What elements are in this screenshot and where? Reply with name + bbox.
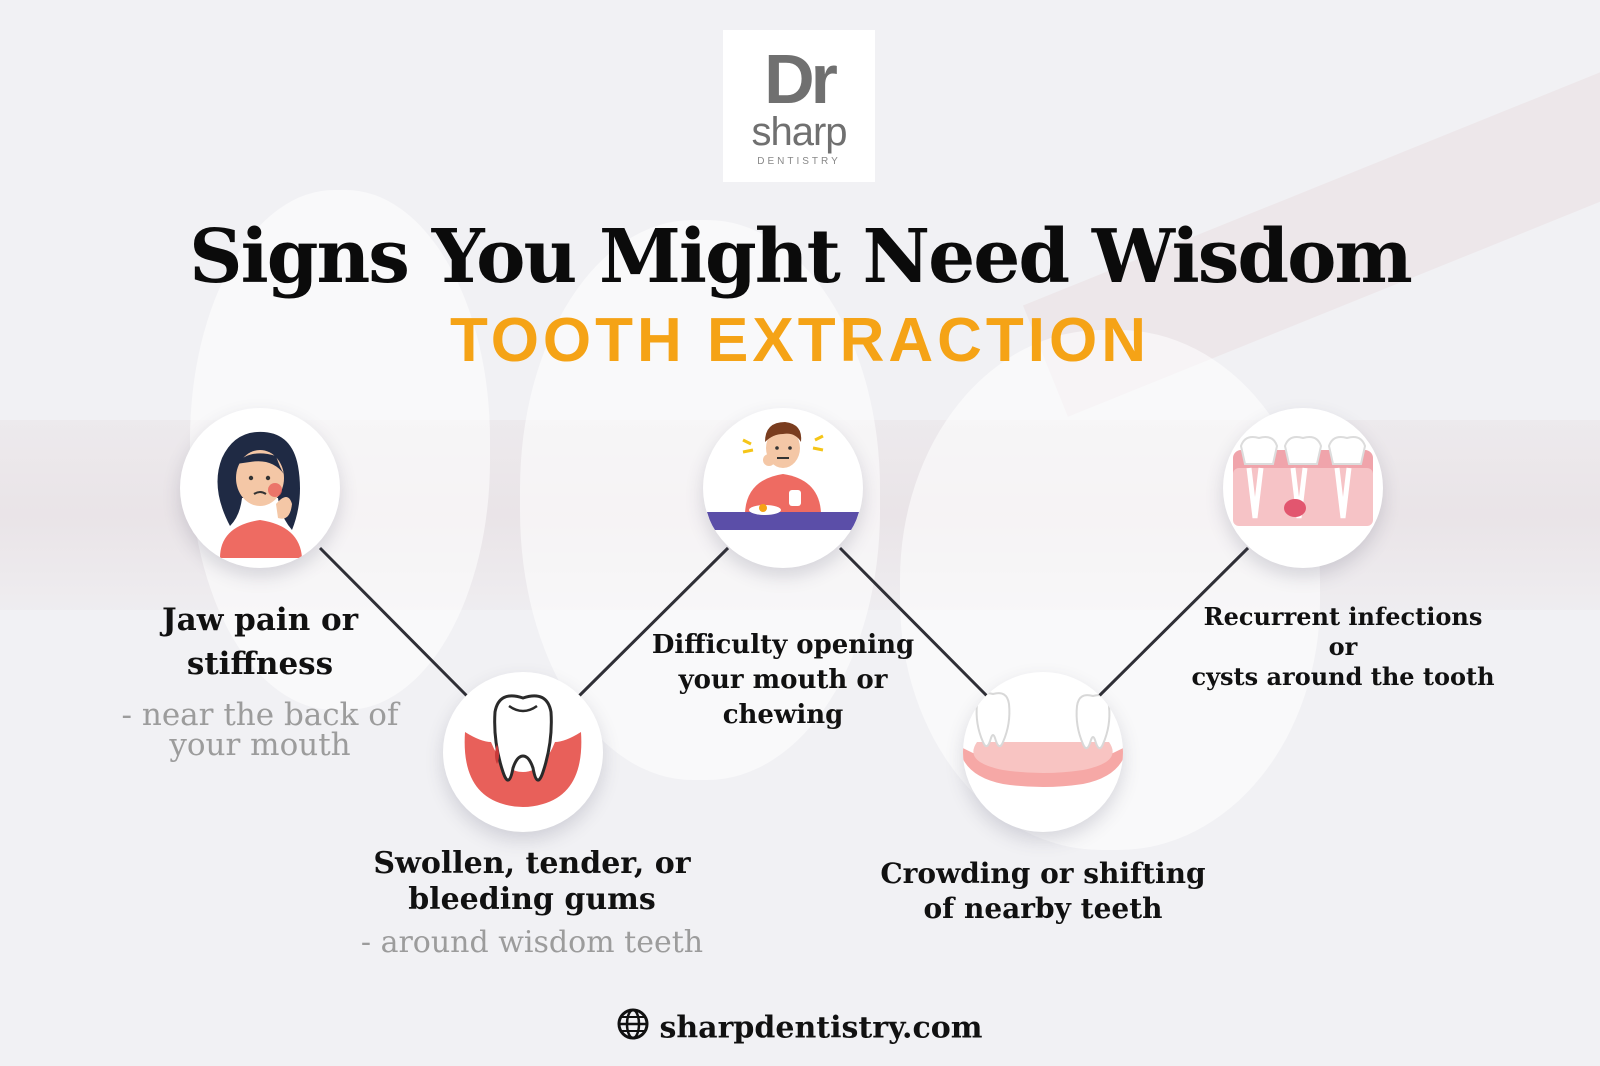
logo-tagline: DENTISTRY	[757, 156, 841, 167]
sign-title-line: cysts around the tooth	[1191, 662, 1495, 691]
sign-title-chewing: Difficulty opening your mouth or chewing	[633, 628, 933, 733]
website-link[interactable]: sharpdentistry.com	[659, 1010, 983, 1046]
sign-title-line: Difficulty opening	[651, 630, 915, 660]
sign-title-crowding: Crowding or shifting of nearby teeth	[873, 856, 1213, 926]
connector-line	[838, 546, 990, 699]
sign-title-line: your mouth or	[678, 665, 888, 695]
tooth-cyst-icon	[1233, 436, 1373, 526]
globe-icon	[617, 1008, 649, 1051]
sign-title-infection: Recurrent infections or cysts around the…	[1173, 602, 1513, 692]
sign-detail-line: - near the back of	[121, 697, 399, 733]
logo-mark: Dr	[764, 40, 838, 118]
man-chewing-pain-icon	[707, 422, 859, 530]
page-title: Signs You Might Need Wisdom	[189, 214, 1413, 300]
sign-detail-line: - around wisdom teeth	[360, 925, 704, 960]
sign-title-line: Crowding or shifting	[880, 857, 1206, 890]
footer: sharpdentistry.com	[0, 1008, 1600, 1051]
logo-wordmark: sharp	[751, 110, 847, 154]
sign-detail-jaw-pain: - near the back of your mouth	[110, 697, 410, 763]
sign-node-infection	[1223, 408, 1383, 568]
sign-title-line: Recurrent infections	[1203, 602, 1483, 631]
sign-title-line: Swollen, tender, or	[373, 846, 691, 881]
woman-jaw-pain-icon	[217, 431, 302, 558]
sign-title-bleeding-gums: Swollen, tender, or bleeding gums	[362, 846, 702, 918]
sign-detail-bleeding-gums: - around wisdom teeth	[342, 925, 722, 961]
sign-node-jaw-pain	[180, 408, 340, 568]
bleeding-gum-tooth-icon	[464, 694, 582, 807]
sign-title-line: stiffness	[186, 646, 334, 682]
connector-line	[318, 546, 470, 699]
sign-title-line: chewing	[722, 700, 844, 730]
sign-title-line: or	[1328, 632, 1358, 661]
logo: Dr sharp DENTISTRY	[723, 30, 875, 182]
shifting-teeth-icon	[963, 692, 1123, 787]
page-subtitle: TOOTH EXTRACTION	[449, 306, 1151, 375]
sign-detail-line: your mouth	[169, 727, 351, 763]
sign-title-line: Jaw pain or	[161, 602, 359, 638]
connector-line	[576, 546, 730, 699]
sign-node-chewing	[703, 408, 863, 568]
sign-title-line: of nearby teeth	[923, 892, 1163, 925]
sign-node-crowding	[963, 672, 1123, 832]
sign-title-line: bleeding gums	[408, 882, 656, 917]
sign-title-jaw-pain: Jaw pain or stiffness	[120, 598, 400, 686]
connector-line	[1096, 546, 1250, 699]
sign-node-bleeding-gums	[443, 672, 603, 832]
